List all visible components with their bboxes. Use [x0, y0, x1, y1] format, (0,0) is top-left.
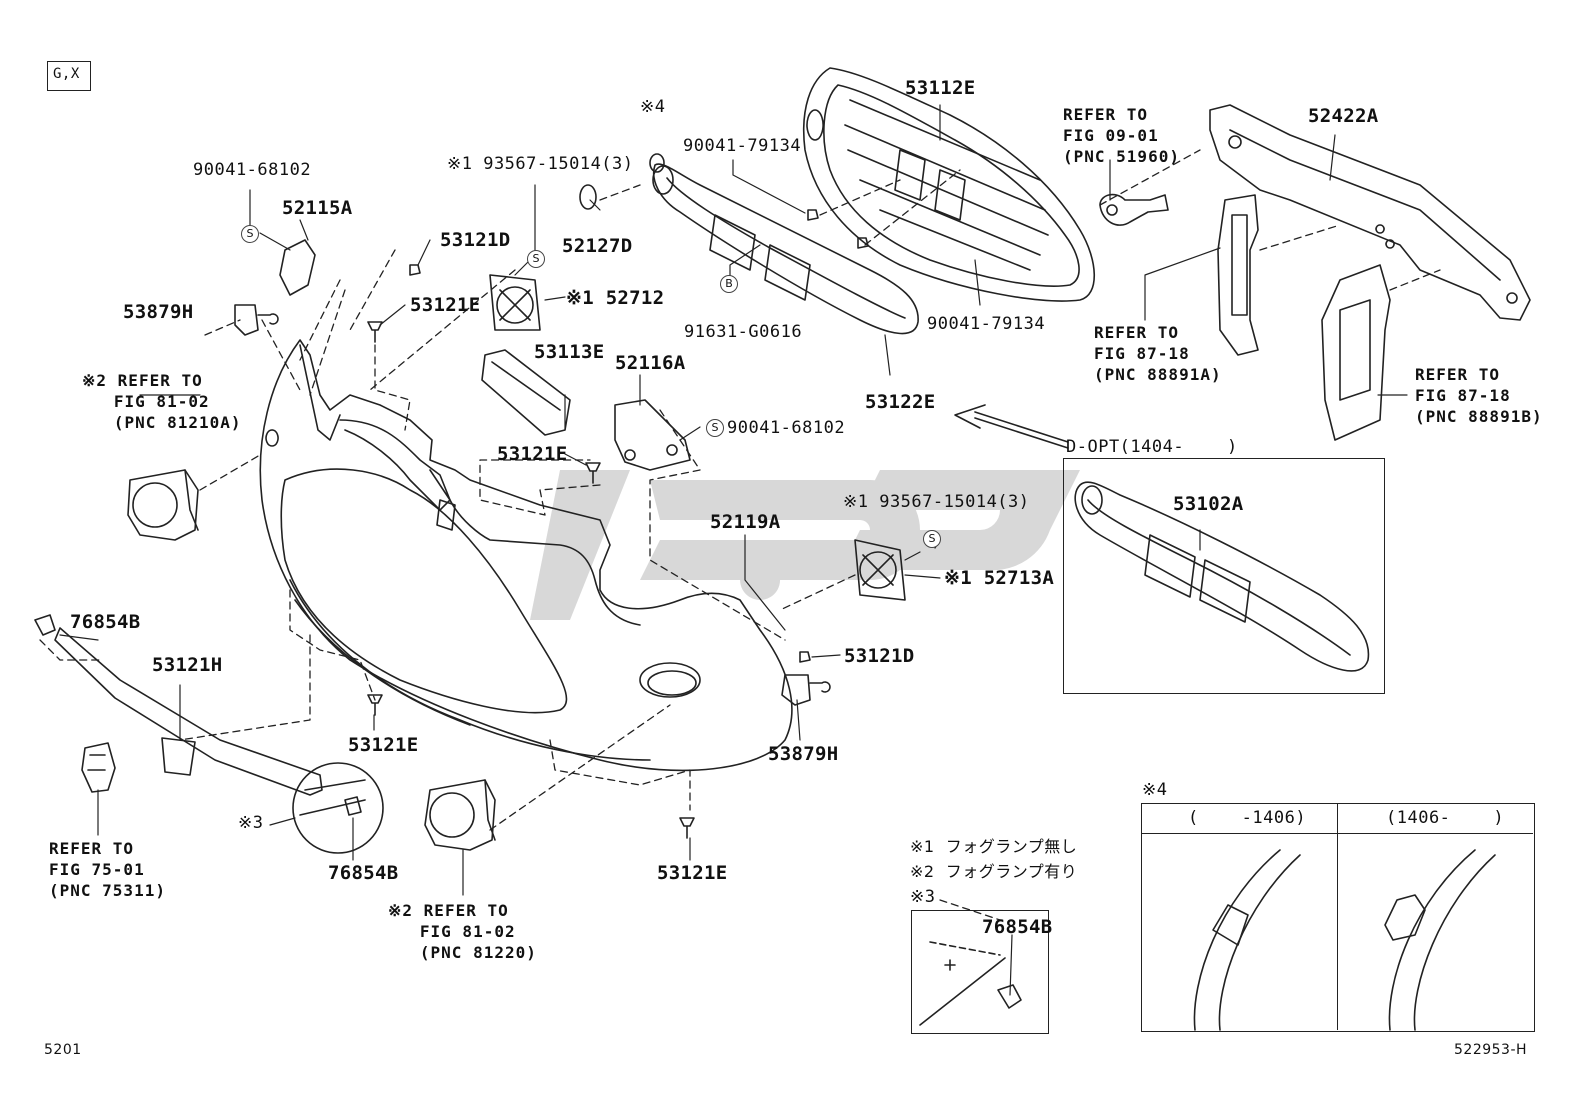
- watermark: [530, 470, 1080, 620]
- dopt-grille: [1074, 481, 1370, 672]
- ref-fog-right: ※2 REFER TO FIG 81-02 (PNC 81220): [388, 901, 537, 962]
- variant-left-header: ( -1406): [1188, 808, 1307, 828]
- bumper-reinforcement: [1209, 104, 1531, 321]
- retainer-right: [781, 674, 831, 706]
- part-label: 52115A: [282, 197, 353, 219]
- part-label: 52127D: [562, 235, 633, 257]
- variant-right-header: (1406- ): [1386, 808, 1505, 828]
- ref-bracket-a: REFER TO FIG 87-18 (PNC 88891A): [1094, 323, 1222, 384]
- bumper-cover: [259, 339, 793, 772]
- note-marker: ※4: [640, 97, 666, 117]
- part-label: 53121D: [844, 645, 915, 667]
- note-marker: ※3: [910, 887, 936, 907]
- fog-cover-right: [854, 539, 906, 601]
- detail3-drawing: [919, 941, 1022, 1026]
- part-label: 90041-79134: [927, 314, 1046, 334]
- fog-cover-left: [489, 274, 541, 331]
- part-label: 53121E: [410, 294, 481, 316]
- corner-tag-box: [47, 61, 91, 91]
- footer-illustration-code: 522953-H: [1454, 1042, 1528, 1058]
- footer-page-code: 5201: [44, 1042, 82, 1058]
- upper-grille: [802, 67, 1096, 302]
- retainer-left: [234, 304, 279, 336]
- s-symbol: S: [923, 530, 941, 548]
- variant-box-header-rule: [1141, 833, 1533, 834]
- part-label: 53113E: [534, 341, 605, 363]
- s-symbol: S: [241, 225, 259, 243]
- part-label: 53121E: [348, 734, 419, 756]
- part-label: 53112E: [905, 77, 976, 99]
- part-label: 53879H: [768, 743, 839, 765]
- legend-note-2: ※2 フォグランプ有り: [910, 862, 1078, 881]
- tow-hook: [1099, 193, 1169, 226]
- detail3-box: [911, 910, 1049, 1034]
- part-label: 53102A: [1173, 493, 1244, 515]
- part-label: 53121E: [497, 443, 568, 465]
- part-label: 90041-68102: [727, 418, 846, 438]
- ref-fog-left: ※2 REFER TO FIG 81-02 (PNC 81210A): [82, 371, 242, 432]
- dopt-arrow: [954, 404, 1069, 449]
- bracket-a: [1217, 194, 1259, 356]
- s-symbol: S: [527, 250, 545, 268]
- assembly-lines: [39, 149, 1441, 921]
- fog-lamp-right: [424, 779, 496, 851]
- tow-cover: [81, 742, 116, 793]
- part-label: 52422A: [1308, 105, 1379, 127]
- fasteners: [367, 153, 869, 839]
- part-label: 53122E: [865, 391, 936, 413]
- dopt-box: [1063, 458, 1385, 694]
- ref-bracket-b: REFER TO FIG 87-18 (PNC 88891B): [1415, 365, 1543, 426]
- part-label: 90041-68102: [193, 160, 312, 180]
- part-label: ※1 52712: [566, 287, 665, 309]
- corner-tag: G,X: [53, 66, 80, 82]
- part-label: 76854B: [70, 611, 141, 633]
- ref-tow: REFER TO FIG 09-01 (PNC 51960): [1063, 105, 1180, 166]
- fog-lamp-left: [127, 469, 199, 541]
- variant-left-drawing: [1193, 849, 1301, 1031]
- part-label: ※1 93567-15014(3): [843, 492, 1030, 512]
- s-symbol: S: [706, 419, 724, 437]
- part-label: ※1 93567-15014(3): [447, 154, 634, 174]
- variant-right-drawing: [1384, 849, 1496, 1031]
- part-label: 90041-79134: [683, 136, 802, 156]
- part-label: 53121D: [440, 229, 511, 251]
- detail-circle: [292, 762, 384, 854]
- part-label: 53121E: [657, 862, 728, 884]
- variant-box-divider: [1337, 803, 1338, 1030]
- side-bracket-left: [279, 239, 316, 296]
- dopt-label: D-OPT(1404- ): [1066, 437, 1238, 457]
- part-label: 53879H: [123, 301, 194, 323]
- leader-lines: [59, 104, 1408, 996]
- part-label: 53121H: [152, 654, 223, 676]
- part-label: 52116A: [615, 352, 686, 374]
- note-marker: ※3: [238, 813, 264, 833]
- part-label: ※1 52713A: [944, 567, 1055, 589]
- part-label: 76854B: [328, 862, 399, 884]
- b-symbol: B: [720, 275, 738, 293]
- ref-cover: REFER TO FIG 75-01 (PNC 75311): [49, 839, 166, 900]
- lower-molding: [34, 614, 323, 796]
- legend-note-1: ※1 フォグランプ無し: [910, 837, 1078, 856]
- part-label: 91631-G0616: [684, 322, 803, 342]
- part-label: 76854B: [982, 916, 1053, 938]
- side-bracket-right: [614, 399, 691, 471]
- part-label: 52119A: [710, 511, 781, 533]
- bracket-b: [1321, 264, 1391, 441]
- variant-box: [1141, 803, 1535, 1032]
- note-marker: ※4: [1142, 780, 1168, 800]
